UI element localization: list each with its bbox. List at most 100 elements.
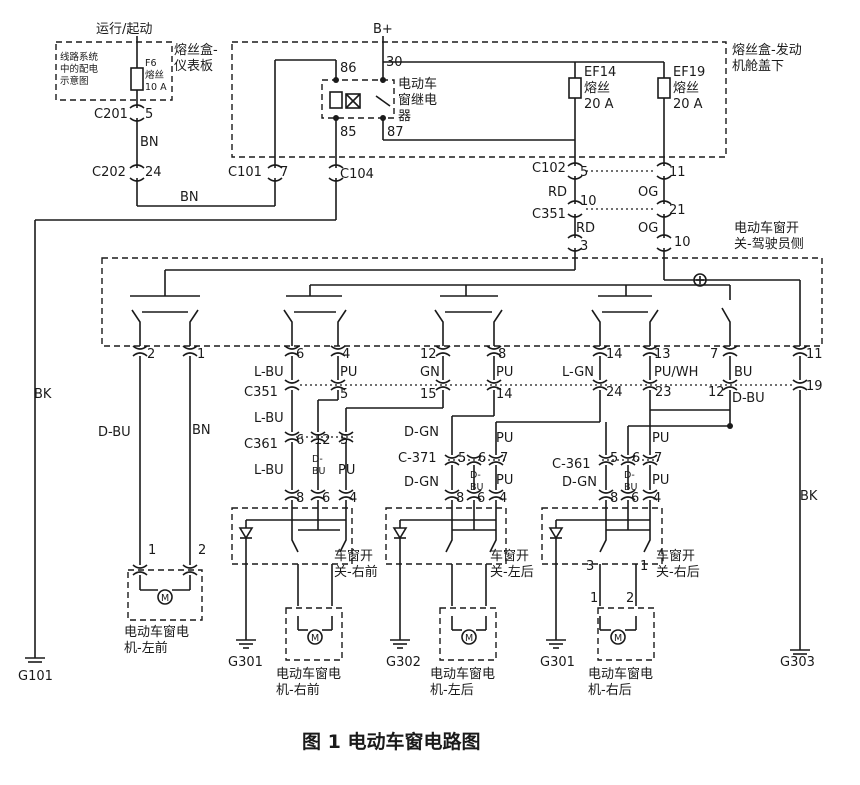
driver-switch-title-2: 关-驾驶员侧 bbox=[734, 237, 804, 252]
c351-pin-15: 15 bbox=[420, 387, 437, 402]
motor-lr-caption-2: 机-左后 bbox=[430, 683, 474, 698]
sw-pin-13: 13 bbox=[654, 347, 671, 362]
relay-pin-87: 87 bbox=[387, 125, 404, 140]
fusebox-engine-title-2: 机舱盖下 bbox=[732, 59, 784, 74]
c361-pin-12: 12 bbox=[314, 433, 331, 448]
wire-dbu-v1-a: D- bbox=[312, 454, 323, 465]
wire-lgn: L-GN bbox=[562, 365, 594, 380]
dist-note-line3: 示意图 bbox=[60, 75, 89, 87]
c201-pin: 5 bbox=[145, 107, 153, 122]
ef19-label: EF19 bbox=[673, 65, 705, 80]
c102-pin-a: 5 bbox=[580, 165, 588, 180]
c102-pin-b: 11 bbox=[669, 165, 686, 180]
motor-lr-caption-1: 电动车窗电 bbox=[430, 666, 495, 682]
relay-pin-85: 85 bbox=[340, 125, 357, 140]
rr-pin-8: 8 bbox=[610, 491, 618, 506]
ef19-rating: 20 A bbox=[673, 97, 703, 112]
ef19-kind: 熔丝 bbox=[673, 81, 699, 96]
pin-10-label: 10 bbox=[674, 235, 691, 250]
ef14-kind: 熔丝 bbox=[584, 81, 610, 96]
motor-rr-caption-2: 机-右后 bbox=[588, 683, 632, 698]
ground-symbols bbox=[25, 639, 810, 663]
c371-label: C-371 bbox=[398, 451, 437, 466]
relay-title-2: 窗继电 bbox=[398, 92, 437, 108]
wire-pu-4: PU bbox=[652, 431, 669, 446]
sw-pin-1: 1 bbox=[197, 347, 205, 362]
motor-lf bbox=[139, 575, 191, 605]
bplus-label: B+ bbox=[373, 22, 393, 37]
sw-rr-label-1: 车窗开 bbox=[656, 548, 695, 564]
motor-lf-caption-2: 机-左前 bbox=[124, 640, 168, 656]
ef14-rating: 20 A bbox=[584, 97, 614, 112]
rr-pin-1: 1 bbox=[640, 559, 648, 574]
motor-lr bbox=[451, 616, 487, 645]
wire-dgn-1: D-GN bbox=[404, 425, 439, 440]
wire-pu-2: PU bbox=[496, 365, 513, 380]
c101-label: C101 bbox=[228, 165, 262, 180]
wire-dbu-v2-c: BU bbox=[624, 482, 638, 493]
c371-pin-6: 6 bbox=[478, 451, 486, 466]
wire-dbu-right: D-BU bbox=[732, 391, 765, 406]
sw-pin-14: 14 bbox=[606, 347, 623, 362]
c351-top-label: C351 bbox=[532, 207, 566, 222]
sw-pin-4: 4 bbox=[342, 347, 350, 362]
wire-dbu-left: D-BU bbox=[98, 425, 131, 440]
c102-label: C102 bbox=[532, 161, 566, 176]
wire-gn: GN bbox=[420, 365, 440, 380]
wire-pu-7: PU bbox=[652, 473, 669, 488]
relay-pin-30: 30 bbox=[386, 55, 403, 70]
wire-lbu-1: L-BU bbox=[254, 365, 284, 380]
og-wire-label-1: OG bbox=[638, 185, 658, 200]
sw-lr-label-2: 关-左后 bbox=[490, 565, 534, 580]
lower-connector-symbols bbox=[132, 379, 808, 576]
wire-lbu-2: L-BU bbox=[254, 411, 284, 426]
sw-rr-label-2: 关-右后 bbox=[656, 565, 700, 580]
c361b-pin-7: 7 bbox=[654, 451, 662, 466]
motor-lf-m: M bbox=[161, 593, 169, 604]
c361b-label: C-361 bbox=[552, 457, 591, 472]
motor-rr bbox=[599, 616, 637, 645]
wire-dgn-3: D-GN bbox=[562, 475, 597, 490]
c351-pin-24: 24 bbox=[606, 385, 623, 400]
relay-title-3: 器 bbox=[398, 109, 411, 124]
wire-bn-left: BN bbox=[192, 423, 211, 438]
wire-pu-1: PU bbox=[340, 365, 357, 380]
motor-rf bbox=[297, 616, 333, 645]
c351-top-pin-a: 10 bbox=[580, 194, 597, 209]
c201-label: C201 bbox=[94, 107, 128, 122]
motor-rf-caption-1: 电动车窗电 bbox=[276, 666, 341, 682]
c351-top-pin-b: 21 bbox=[669, 203, 686, 218]
dist-note-line2: 中的配电 bbox=[60, 63, 99, 75]
c351-pin-14: 14 bbox=[496, 387, 513, 402]
door-switch-internals bbox=[238, 500, 651, 640]
lr-pin-8: 8 bbox=[456, 491, 464, 506]
top-connector-symbols bbox=[129, 104, 672, 252]
rr-pin-3: 3 bbox=[586, 559, 594, 574]
c361-pin-6: 6 bbox=[296, 433, 304, 448]
motor-rf-caption-2: 机-右前 bbox=[276, 682, 320, 698]
c101-pin: 7 bbox=[280, 165, 288, 180]
wire-pu-3: PU bbox=[496, 431, 513, 446]
rd-wire-label-2: RD bbox=[576, 221, 595, 236]
c351-pin-19: 19 bbox=[806, 379, 823, 394]
rr-motor-pin-2: 2 bbox=[626, 591, 634, 606]
motor-rr-m: M bbox=[614, 633, 622, 644]
run-start-label: 运行/起动 bbox=[96, 22, 152, 37]
motor-lr-m: M bbox=[465, 633, 473, 644]
wire-bk-right: BK bbox=[800, 489, 818, 504]
relay-title-1: 电动车 bbox=[398, 76, 437, 92]
rr-motor-pin-1: 1 bbox=[590, 591, 598, 606]
switch-pin-symbols bbox=[132, 345, 808, 357]
sw-pin-8: 8 bbox=[498, 347, 506, 362]
ground-g301-b: G301 bbox=[540, 655, 575, 670]
dist-note-line1: 线路系统 bbox=[60, 51, 99, 63]
wire-puwh: PU/WH bbox=[654, 365, 698, 380]
pin-3-label: 3 bbox=[580, 239, 588, 254]
sw-lr-label-1: 车窗开 bbox=[490, 548, 529, 564]
f6-kind: 熔丝 bbox=[145, 69, 164, 81]
ground-g101: G101 bbox=[18, 669, 53, 684]
sw-pin-12: 12 bbox=[420, 347, 437, 362]
fusebox-ip-title-1: 熔丝盒- bbox=[174, 42, 218, 58]
lr-pin-6: 6 bbox=[477, 491, 485, 506]
lower-wiring bbox=[139, 356, 801, 650]
